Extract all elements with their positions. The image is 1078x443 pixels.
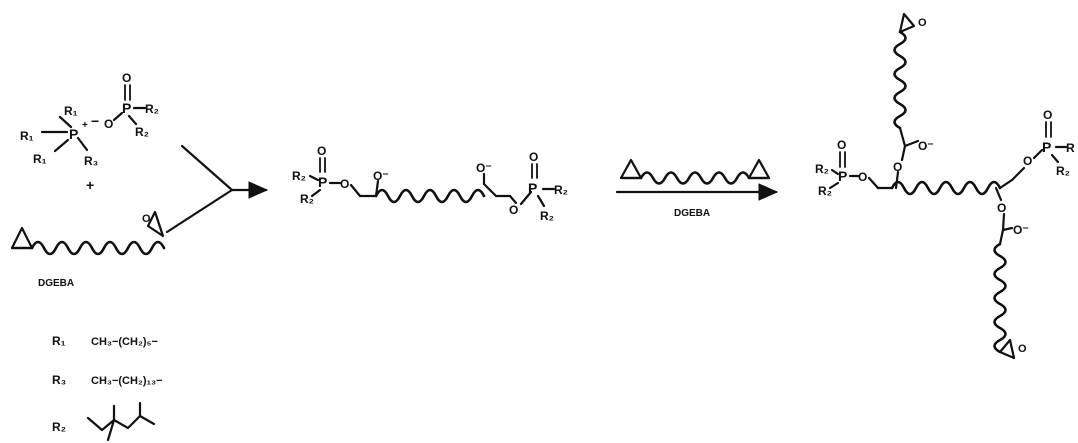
phosphinate-r2-lower: R₂ [135, 125, 149, 139]
anion-oxygen: O [104, 117, 113, 131]
phosphinate-p-label: P [122, 100, 131, 116]
int-double-o-right: O [529, 150, 538, 164]
int-r2-right-lower: R₂ [540, 209, 554, 223]
prod-o-left: O [858, 170, 867, 184]
int-r2-lower: R₂ [300, 192, 314, 206]
r1-bottom-label: R₁ [33, 152, 47, 166]
dgeba-reactant: O [10, 210, 166, 256]
dgeba-epoxide-o: O [142, 213, 151, 225]
substituent-legend: R₁ CH₃−(CH₂)₅− R₃ CH₃−(CH₂)₁₃− R₂ [52, 334, 163, 442]
phosphonium-p-label: P [69, 126, 78, 142]
prod-lower-branch-o: O [997, 201, 1006, 215]
anion-minus: − [91, 113, 99, 129]
legend-r3-value: CH₃−(CH₂)₁₃− [91, 375, 163, 387]
prod-upper-o-minus: O⁻ [918, 139, 934, 153]
prod-double-o-right: O [1043, 108, 1052, 122]
phosphinate-r2-right: R₂ [145, 102, 159, 116]
prod-r2-upper-left: R₂ [815, 162, 829, 176]
phosphonium-charge: + [82, 120, 88, 131]
prod-upper-branch-o: O [893, 160, 902, 174]
legend-r3-key: R₃ [52, 373, 66, 387]
prod-top-epoxide-o: O [918, 17, 927, 29]
prod-r2-right-lower: R₂ [1056, 164, 1070, 178]
prod-bottom-epoxide-o: O [1018, 343, 1027, 355]
dgeba-label-1: DGEBA [38, 278, 74, 289]
prod-r-truncated: R [1066, 141, 1075, 155]
int-double-o-left: O [317, 144, 326, 158]
int-p-right: P [528, 180, 537, 196]
r3-label: R₃ [84, 154, 98, 168]
int-r2-right: R₂ [554, 183, 568, 197]
int-o-minus-right: O⁻ [476, 161, 492, 175]
legend-r1-value: CH₃−(CH₂)₅− [91, 336, 158, 348]
int-o-right: O [509, 203, 518, 217]
prod-p-right: P [1042, 139, 1051, 155]
legend-r1-key: R₁ [52, 334, 66, 348]
phosphinate-double-o: O [122, 71, 131, 85]
dgeba-label-2: DGEBA [674, 208, 710, 219]
plus-sign: + [86, 177, 94, 193]
dgeba-reagent-arrow: DGEBA [615, 158, 779, 219]
prod-p-left: P [838, 168, 847, 184]
prod-o-right: O [1023, 154, 1032, 168]
prod-lower-o-minus: O⁻ [1013, 223, 1029, 237]
prod-r2-lower-left: R₂ [818, 184, 832, 198]
intermediate-structure: R₂ P O R₂ O O⁻ O⁻ O P O R₂ R₂ [292, 144, 568, 223]
r1-left-label: R₁ [20, 129, 34, 143]
int-o-minus-left: O⁻ [373, 169, 389, 183]
product-structure: R₂ P O R₂ O O P O R R₂ O O⁻ O [815, 12, 1075, 360]
int-o-left: O [340, 177, 349, 191]
int-r2-upper: R₂ [292, 169, 306, 183]
int-p-left: P [318, 174, 327, 190]
phosphonium-phosphinate-reactant: R₁ R₁ P + R₁ R₃ − O P O R₂ R₂ [20, 71, 159, 168]
r2-skeletal-chain [86, 414, 156, 432]
legend-r2-key: R₂ [52, 420, 66, 434]
r1-top-label: R₁ [64, 104, 78, 118]
prod-double-o-left: O [837, 138, 846, 152]
